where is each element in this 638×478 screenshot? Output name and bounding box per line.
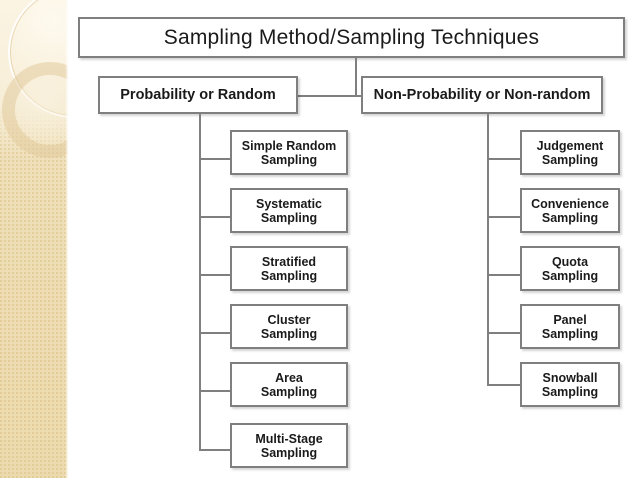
stub-left-4 — [199, 332, 230, 334]
diagram-title-box: Sampling Method/Sampling Techniques — [78, 17, 625, 58]
stub-left-3 — [199, 274, 230, 276]
stub-right-3 — [487, 274, 520, 276]
stub-left-5 — [199, 390, 230, 392]
branch-label-probability: Probability or Random — [120, 86, 276, 103]
stub-right-1 — [487, 158, 520, 160]
diagram-title-label: Sampling Method/Sampling Techniques — [163, 25, 540, 49]
connector-title-drop — [355, 58, 357, 97]
stub-left-2 — [199, 216, 230, 218]
trunk-right — [487, 114, 489, 386]
branch-box-non-probability: Non-Probability or Non-random — [361, 76, 603, 114]
branch-box-probability: Probability or Random — [98, 76, 298, 114]
connector-branch-bus — [298, 95, 361, 97]
decorative-theme-sidebar — [0, 0, 68, 478]
sidebar-edge-highlight — [65, 0, 68, 478]
stub-right-5 — [487, 384, 520, 386]
trunk-left — [199, 114, 201, 451]
diagram-canvas: Sampling Method/Sampling Techniques Prob… — [68, 0, 638, 478]
stub-left-1 — [199, 158, 230, 160]
stub-left-6 — [199, 449, 230, 451]
stub-right-4 — [487, 332, 520, 334]
stub-right-2 — [487, 216, 520, 218]
branch-label-non-probability: Non-Probability or Non-random — [373, 86, 591, 103]
